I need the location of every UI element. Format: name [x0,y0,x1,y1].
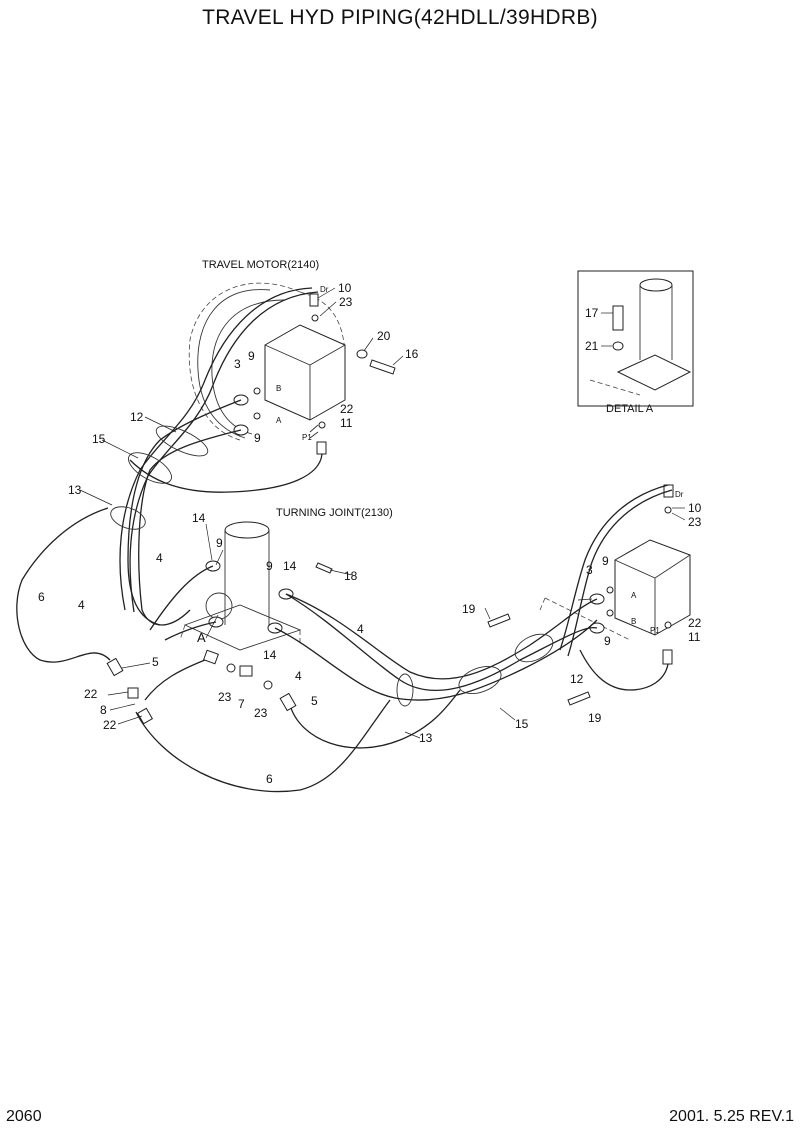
callout-12-upper: 12 [130,410,144,424]
callout-10-right: 10 [688,501,702,515]
port-b-upper: B [276,384,281,393]
turning-joint [179,521,333,651]
callout-4-upper: 4 [156,551,163,565]
callout-9-right-b: 9 [604,634,611,648]
hose-fittings [106,649,297,725]
callout-12-right: 12 [570,672,584,686]
callout-8: 8 [100,703,107,717]
page-number: 2060 [6,1108,42,1125]
port-p1-upper: P1 [302,433,312,442]
page-title: TRAVEL HYD PIPING(42HDLL/39HDRB) [202,6,598,29]
detail-a-box [577,270,694,407]
turning-joint-caption: TURNING JOINT(2130) [276,507,393,519]
callout-9-joint-left: 9 [216,536,223,550]
callout-16: 16 [405,347,419,361]
callout-4-center: 4 [357,622,364,636]
callout-3-upper: 3 [234,357,241,371]
callout-3-right: 3 [586,563,593,577]
callout-9-upper-a: 9 [248,349,255,363]
callout-22-left-a: 22 [84,687,98,701]
travel-motor-upper [188,282,346,441]
port-dr-upper: Dr [320,285,329,294]
port-a-right: A [631,591,637,600]
port-dr-right: Dr [675,490,684,499]
callout-5-lower: 5 [311,694,318,708]
travel-motor-caption: TRAVEL MOTOR(2140) [202,259,320,271]
callout-11-upper: 11 [340,416,353,430]
port-b-right: B [631,617,636,626]
callout-15-lower: 15 [515,717,529,731]
detail-a-marker: A [197,630,206,645]
callout-23-joint: 23 [218,690,232,704]
callout-23-right: 23 [688,515,702,529]
callout-7: 7 [238,697,245,711]
callout-11-right: 11 [688,630,701,644]
callout-20: 20 [377,329,391,343]
callout-23-upper: 23 [339,295,353,309]
callout-9-right-a: 9 [602,554,609,568]
callout-22-left-b: 22 [103,718,117,732]
callout-23-lower: 23 [254,706,268,720]
callout-19-lower: 19 [588,711,602,725]
callout-10-upper: 10 [338,281,352,295]
clamps [110,425,554,707]
callout-22-upper: 22 [340,402,354,416]
travel-motor-right [487,484,691,706]
callout-6-lower: 6 [266,772,273,786]
callout-18: 18 [344,569,358,583]
hose-bundle [16,287,673,793]
callout-13-upper: 13 [68,483,82,497]
callout-22-right: 22 [688,616,702,630]
callout-4-left: 4 [78,598,85,612]
callout-4-lower: 4 [295,669,302,683]
callout-14-lower: 14 [263,648,277,662]
callout-14-left: 14 [192,511,206,525]
callout-21: 21 [585,339,599,353]
callout-17: 17 [585,306,599,320]
callout-19-upper: 19 [462,602,476,616]
revision-date: 2001. 5.25 REV.1 [669,1108,794,1125]
callout-9-upper-b: 9 [254,431,261,445]
leader-lines [79,287,686,739]
callout-5-left: 5 [152,655,159,669]
callout-6-left: 6 [38,590,45,604]
callout-13-lower: 13 [419,731,433,745]
port-a-upper: A [276,416,282,425]
callout-9-joint-right: 9 [266,559,273,573]
callout-15-upper: 15 [92,432,106,446]
port-p1-right: P1 [650,626,660,635]
callout-14-right: 14 [283,559,297,573]
